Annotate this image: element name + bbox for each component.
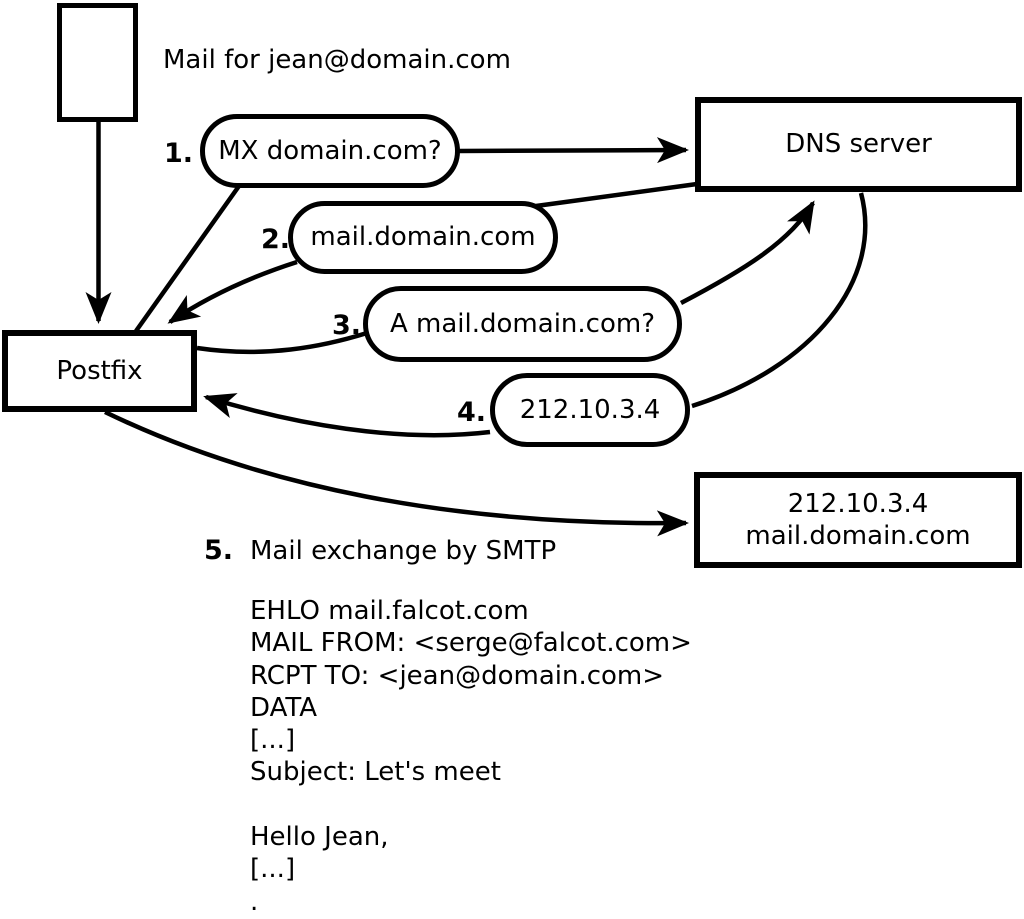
smtp-exchange-label: Mail exchange by SMTP <box>250 536 557 566</box>
edge-a-answer-to-postfix <box>203 393 491 438</box>
postfix-box: Postfix <box>2 330 197 412</box>
smtp-line-ehlo: EHLO mail.falcot.com <box>250 596 529 626</box>
smtp-line-mail-from: MAIL FROM: <serge@falcot.com> <box>250 628 692 659</box>
answer-a-label: 212.10.3.4 <box>519 394 661 425</box>
dns-server-label: DNS server <box>785 129 932 160</box>
edge-dns-to-mx-answer <box>535 181 698 209</box>
smtp-line-ellipsis-2: [...] <box>250 854 296 885</box>
mailserver-host-label: mail.domain.com <box>745 521 971 551</box>
edge-postfix-to-a-query <box>196 330 368 355</box>
query-mx-pill: MX domain.com? <box>200 114 460 188</box>
smtp-line-blank <box>250 790 692 822</box>
dns-server-box: DNS server <box>695 97 1022 192</box>
smtp-line-hello: Hello Jean, <box>250 822 389 853</box>
edge-postfix-to-mx-query <box>134 184 241 333</box>
smtp-line-end-dot: . <box>250 886 259 917</box>
edge-mx-query-to-dns <box>458 137 689 164</box>
edge-mx-answer-to-postfix <box>167 259 298 324</box>
step-2-number: 2. <box>260 224 290 255</box>
smtp-line-subject: Subject: Let's meet <box>250 757 501 788</box>
mail-message-box <box>57 3 138 122</box>
smtp-session-transcript: EHLO mail.falcot.com MAIL FROM: <serge@f… <box>250 596 692 919</box>
mailserver-box: 212.10.3.4 mail.domain.com <box>694 472 1022 568</box>
edge-dns-to-a-answer <box>691 192 868 409</box>
step-4-number: 4. <box>456 397 486 428</box>
answer-mx-pill: mail.domain.com <box>288 201 558 274</box>
smtp-line-data: DATA <box>250 692 317 723</box>
query-a-pill: A mail.domain.com? <box>363 286 682 362</box>
smtp-line-ellipsis-1: [...] <box>250 725 296 756</box>
step-3-number: 3. <box>331 310 361 341</box>
mail-for-label: Mail for jean@domain.com <box>163 45 511 75</box>
step-5-number: 5. <box>203 535 233 566</box>
postfix-label: Postfix <box>56 355 143 386</box>
edge-postfix-to-mailserver <box>104 409 689 537</box>
edge-a-query-to-dns <box>679 200 815 305</box>
step-1-number: 1. <box>163 138 193 169</box>
query-a-label: A mail.domain.com? <box>390 308 655 339</box>
answer-a-pill: 212.10.3.4 <box>490 373 690 447</box>
smtp-line-rcpt-to: RCPT TO: <jean@domain.com> <box>250 660 665 691</box>
query-mx-label: MX domain.com? <box>218 135 442 166</box>
mailserver-ip-label: 212.10.3.4 <box>787 488 929 519</box>
answer-mx-label: mail.domain.com <box>310 222 536 253</box>
